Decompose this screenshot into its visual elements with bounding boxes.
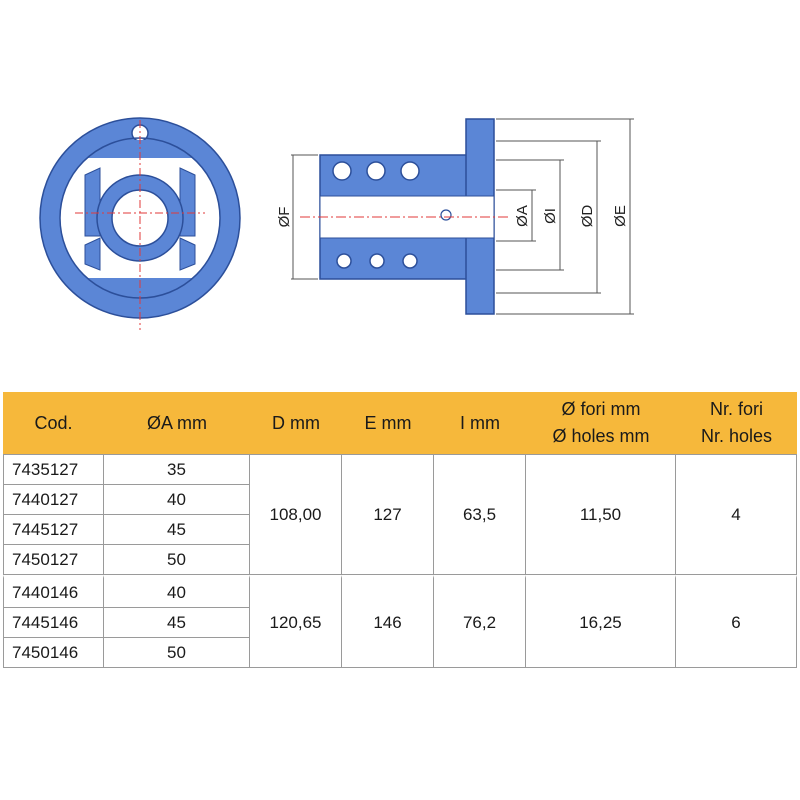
table-header: Cod. ØA mm D mm E mm I mm Ø fori mm Ø ho… xyxy=(3,392,797,454)
cell-a: 35 xyxy=(104,454,250,485)
cell-a: 45 xyxy=(104,608,250,638)
header-holes-count-en: Nr. holes xyxy=(700,426,773,446)
header-holes-diameter-en: Ø holes mm xyxy=(552,426,650,446)
cell-code: 7440146 xyxy=(3,575,104,608)
cell-i: 76,2 xyxy=(434,575,526,668)
cell-hole-diameter: 16,25 xyxy=(526,575,676,668)
side-view-hole-2 xyxy=(369,253,385,269)
cell-a: 45 xyxy=(104,515,250,545)
cell-code: 7435127 xyxy=(3,454,104,485)
side-view-hole-3 xyxy=(402,253,418,269)
cell-a: 40 xyxy=(104,485,250,515)
header-code: Cod. xyxy=(3,392,104,454)
table-row: 7445127 45 xyxy=(3,515,797,545)
side-view-slot-hole-3 xyxy=(400,161,420,181)
side-view xyxy=(300,118,510,315)
cell-a: 50 xyxy=(104,545,250,575)
front-view-window xyxy=(60,140,220,296)
cell-code: 7440127 xyxy=(3,485,104,515)
header-e: E mm xyxy=(342,392,434,454)
dimension-lines xyxy=(291,118,634,315)
table-row: 7440146 40 120,65 146 76,2 16,25 6 xyxy=(3,575,797,668)
cell-code: 7445146 xyxy=(3,608,104,638)
header-holes-diameter-it: Ø fori mm xyxy=(561,399,641,419)
cell-hole-count: 6 xyxy=(676,575,797,668)
cell-a: 50 xyxy=(104,638,250,668)
cell-code: 7445127 xyxy=(3,515,104,545)
table-row: 7450146 50 xyxy=(3,638,797,668)
dimension-label-e: ØE xyxy=(612,205,629,227)
table-body: 7435127 35 108,00 127 63,5 11,50 4 74401… xyxy=(3,454,797,668)
dimension-label-i: ØI xyxy=(542,208,559,224)
dimension-labels: ØF ØA ØI ØD ØE xyxy=(276,205,629,228)
cell-hole-diameter: 11,50 xyxy=(526,454,676,575)
header-a: ØA mm xyxy=(104,392,250,454)
cell-code: 7450146 xyxy=(3,638,104,668)
cell-d: 108,00 xyxy=(250,454,342,575)
cell-code: 7450127 xyxy=(3,545,104,575)
cell-e: 127 xyxy=(342,454,434,575)
header-holes-count-it: Nr. fori xyxy=(709,399,763,419)
side-view-slot-hole-1 xyxy=(332,161,352,181)
side-view-hole-1 xyxy=(336,253,352,269)
table-row: 7435127 35 108,00 127 63,5 11,50 4 xyxy=(3,454,797,575)
front-view xyxy=(39,117,241,330)
cell-hole-count: 4 xyxy=(676,454,797,575)
header-i: I mm xyxy=(434,392,526,454)
cell-a: 40 xyxy=(104,575,250,608)
technical-drawing: ØF ØA ØI ØD ØE xyxy=(39,117,634,330)
header-d: D mm xyxy=(250,392,342,454)
table-row: 7445146 45 xyxy=(3,608,797,638)
cell-d: 120,65 xyxy=(250,575,342,668)
table-row: 7440127 40 xyxy=(3,485,797,515)
cell-i: 63,5 xyxy=(434,454,526,575)
dimension-label-f: ØF xyxy=(276,207,293,228)
dimension-label-d: ØD xyxy=(579,205,596,228)
side-view-pin-hole xyxy=(440,209,452,221)
header-holes-count: Nr. fori Nr. holes xyxy=(676,392,797,454)
specifications-table: Cod. ØA mm D mm E mm I mm Ø fori mm Ø ho… xyxy=(3,392,797,668)
dimension-label-a: ØA xyxy=(514,205,531,227)
header-holes-diameter: Ø fori mm Ø holes mm xyxy=(526,392,676,454)
side-view-slot-hole-2 xyxy=(366,161,386,181)
cell-e: 146 xyxy=(342,575,434,668)
table-row: 7450127 50 xyxy=(3,545,797,575)
